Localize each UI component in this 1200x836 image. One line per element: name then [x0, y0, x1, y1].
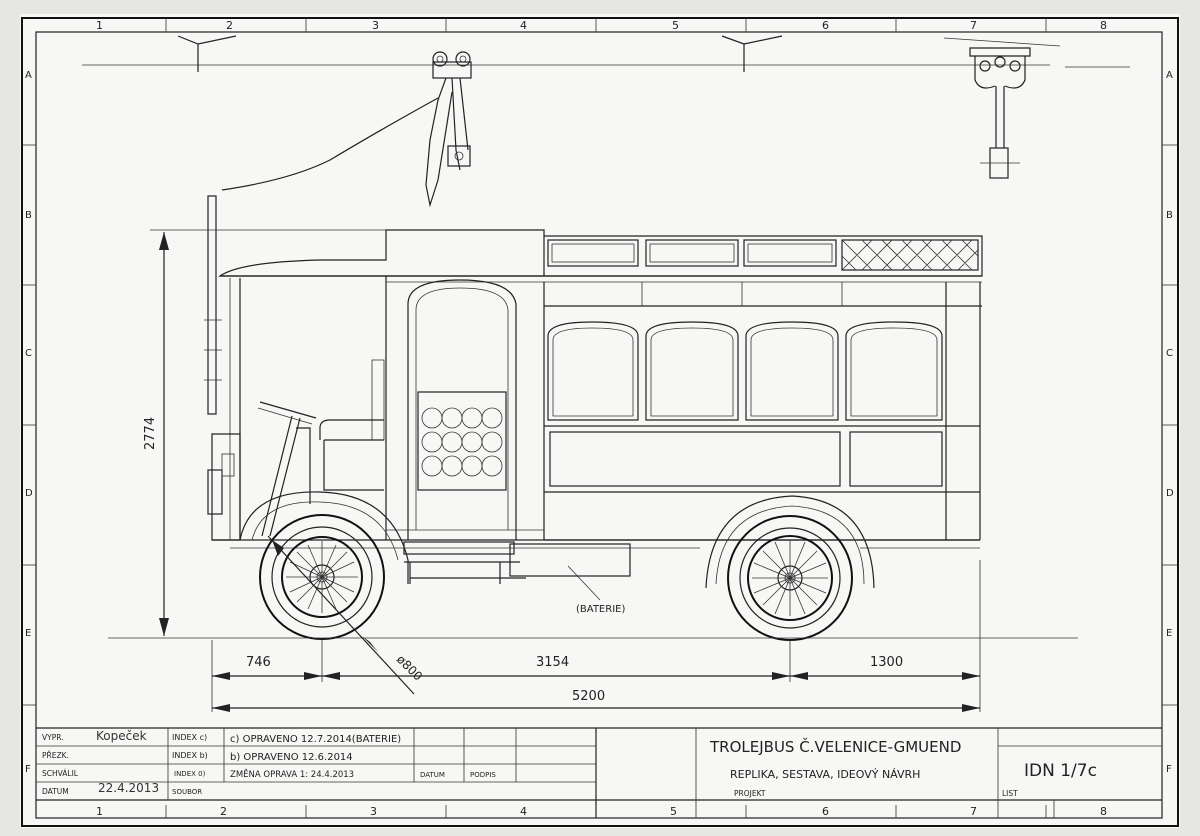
col-label: 3 — [370, 805, 377, 818]
row-label: D — [25, 488, 33, 499]
column-labels-top: 1 2 3 4 5 6 7 8 — [96, 19, 1107, 32]
row-label: E — [25, 628, 31, 639]
label-date: DATUM — [42, 787, 69, 796]
revision-0: ZMĚNA OPRAVA 1: 24.4.2013 — [230, 768, 354, 780]
col-label: 7 — [970, 805, 977, 818]
col-label: 4 — [520, 805, 527, 818]
dim-overall-length: 5200 — [572, 689, 605, 704]
col-label: 7 — [970, 19, 977, 32]
row-label: F — [1166, 764, 1172, 775]
date-value: 22.4.2013 — [98, 781, 159, 795]
label-date2: DATUM — [420, 771, 445, 779]
label-approved: SCHVÁLIL — [42, 769, 79, 778]
trolleybus-side-view — [207, 229, 983, 589]
label-index-0: INDEX 0) — [174, 770, 206, 778]
row-labels-right: A B C D E F — [1166, 70, 1174, 775]
label-designed: VYPR. — [42, 733, 64, 742]
dim-wheelbase: 3154 — [536, 655, 569, 670]
dimension-lines — [150, 229, 981, 712]
paper — [20, 14, 1180, 828]
drawing-number: IDN 1/7c — [1024, 761, 1097, 781]
col-label: 5 — [670, 805, 677, 818]
col-label: 1 — [96, 805, 103, 818]
col-label: 5 — [672, 19, 679, 32]
col-label: 8 — [1100, 19, 1107, 32]
rear-wheel — [727, 515, 853, 641]
trolley-head-front-view — [943, 37, 1061, 179]
revision-b: b) OPRAVENO 12.6.2014 — [230, 752, 353, 763]
label-index-c: INDEX c) — [172, 733, 207, 742]
row-label: A — [1166, 70, 1173, 81]
column-labels-bottom: 1 2 3 4 5 6 7 8 — [96, 805, 1107, 818]
row-label: B — [25, 210, 32, 221]
title-block-text: VYPR. PŘEZK. SCHVÁLIL DATUM Kopeček 22.4… — [42, 729, 1097, 798]
col-label: 6 — [822, 805, 829, 818]
overhead-wire — [82, 35, 1130, 72]
col-label: 2 — [220, 805, 227, 818]
col-label: 2 — [226, 19, 233, 32]
row-label: F — [25, 764, 31, 775]
row-label: E — [1166, 628, 1172, 639]
title-block — [36, 727, 1162, 818]
label-signature: PODPIS — [470, 771, 496, 779]
col-label: 1 — [96, 19, 103, 32]
battery-label: (BATERIE) — [576, 604, 625, 615]
label-file: SOUBOR — [172, 788, 202, 796]
col-label: 4 — [520, 19, 527, 32]
col-label: 3 — [372, 19, 379, 32]
label-checked: PŘEZK. — [42, 751, 69, 760]
row-label: D — [1166, 488, 1174, 499]
row-label: C — [1166, 348, 1173, 359]
row-label: C — [25, 348, 32, 359]
row-label: B — [1166, 210, 1173, 221]
front-wheel — [259, 514, 385, 640]
col-label: 6 — [822, 19, 829, 32]
drawing-subtitle: REPLIKA, SESTAVA, IDEOVÝ NÁVRH — [730, 768, 920, 781]
trolley-pole — [204, 195, 222, 415]
drawing-title: TROLEJBUS Č.VELENICE-GMUEND — [709, 737, 961, 756]
dim-front-overhang: 746 — [246, 655, 271, 670]
label-project: PROJEKT — [734, 789, 766, 798]
col-label: 8 — [1100, 805, 1107, 818]
dim-height: 2774 — [143, 417, 158, 450]
label-index-b: INDEX b) — [172, 751, 208, 760]
label-sheet: LIST — [1002, 789, 1018, 798]
row-label: A — [25, 70, 32, 81]
row-labels-left: A B C D E F — [25, 70, 33, 775]
outer-border — [21, 17, 1179, 827]
column-ticks — [22, 18, 1178, 818]
dim-rear-overhang: 1300 — [870, 655, 903, 670]
trolley-head — [221, 51, 472, 208]
revision-c: c) OPRAVENO 12.7.2014(BATERIE) — [230, 734, 401, 745]
designer-name: Kopeček — [96, 729, 147, 743]
